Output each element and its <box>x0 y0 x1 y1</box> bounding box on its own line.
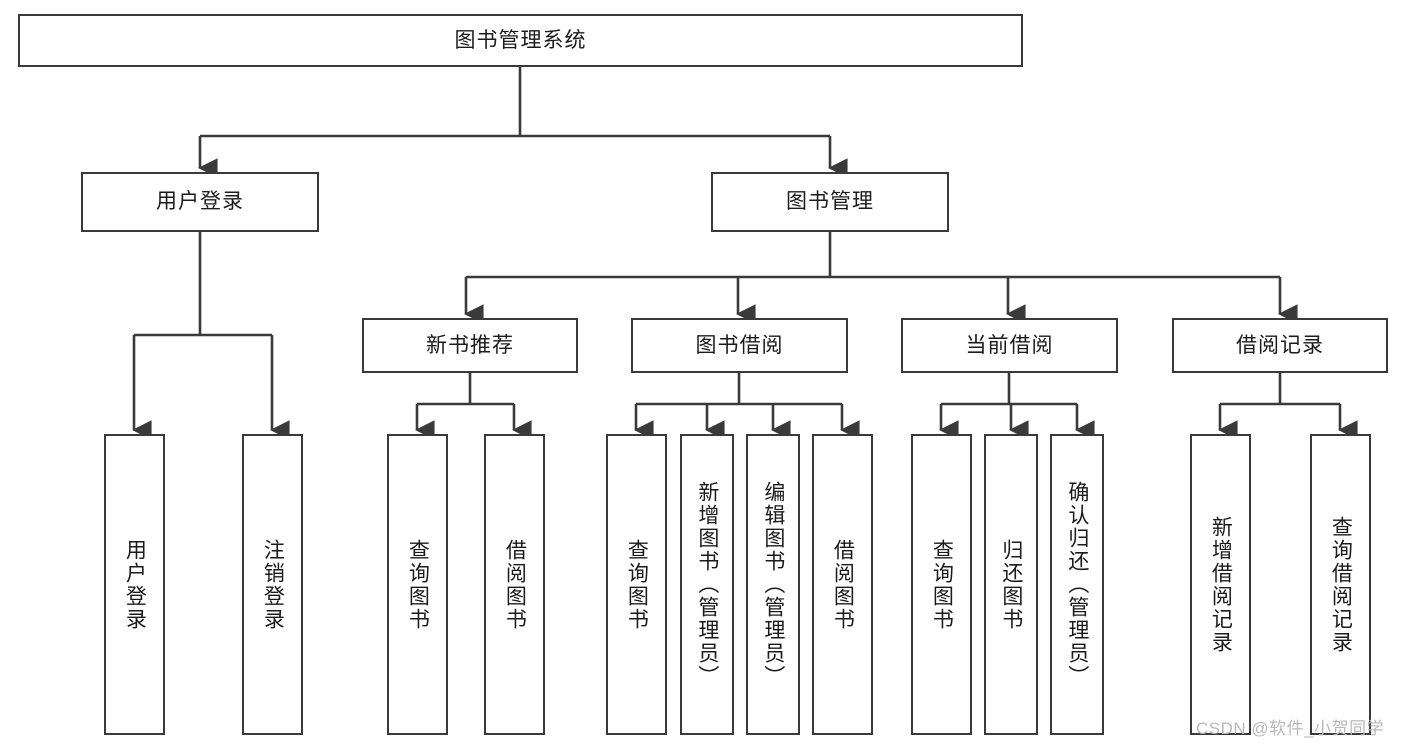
leaf-confirm-return-admin-label: 确认归还（管理员） <box>1065 481 1089 688</box>
leaf-query-book-recommend[interactable]: 查询图书 <box>387 434 448 735</box>
watermark: CSDN @软件_小贺同学 <box>1196 719 1385 738</box>
leaf-borrow-book[interactable]: 借阅图书 <box>812 434 873 735</box>
leaf-return-book[interactable]: 归还图书 <box>984 434 1038 735</box>
node-borrow-record[interactable]: 借阅记录 <box>1172 318 1388 373</box>
leaf-query-borrow-record[interactable]: 查询借阅记录 <box>1310 434 1371 735</box>
node-book-borrow-label: 图书借阅 <box>695 333 784 357</box>
node-current-borrow[interactable]: 当前借阅 <box>901 318 1118 373</box>
leaf-user-logout[interactable]: 注销登录 <box>242 434 303 735</box>
leaf-user-logout-label: 注销登录 <box>261 538 285 631</box>
leaf-query-book-recommend-label: 查询图书 <box>406 538 430 631</box>
node-book-management[interactable]: 图书管理 <box>711 172 949 232</box>
leaf-borrow-book-label: 借阅图书 <box>831 538 855 631</box>
node-new-book-recommend[interactable]: 新书推荐 <box>362 318 578 373</box>
leaf-query-book-borrow-label: 查询图书 <box>625 538 649 631</box>
leaf-edit-book-admin-label: 编辑图书（管理员） <box>761 481 785 688</box>
leaf-query-book-current-label: 查询图书 <box>930 538 954 631</box>
leaf-user-login[interactable]: 用户登录 <box>104 434 165 735</box>
leaf-return-book-label: 归还图书 <box>999 538 1023 631</box>
leaf-user-login-label: 用户登录 <box>123 538 147 631</box>
leaf-borrow-book-recommend[interactable]: 借阅图书 <box>484 434 545 735</box>
leaf-add-borrow-record[interactable]: 新增借阅记录 <box>1190 434 1251 735</box>
node-borrow-record-label: 借阅记录 <box>1236 333 1324 357</box>
leaf-query-book-borrow[interactable]: 查询图书 <box>606 434 667 735</box>
leaf-add-borrow-record-label: 新增借阅记录 <box>1209 515 1233 654</box>
node-user-login[interactable]: 用户登录 <box>81 172 319 232</box>
node-book-management-label: 图书管理 <box>786 190 874 214</box>
leaf-edit-book-admin[interactable]: 编辑图书（管理员） <box>746 434 800 735</box>
node-book-borrow[interactable]: 图书借阅 <box>631 318 848 373</box>
leaf-borrow-book-recommend-label: 借阅图书 <box>503 538 527 631</box>
node-root[interactable]: 图书管理系统 <box>18 14 1023 67</box>
node-current-borrow-label: 当前借阅 <box>965 333 1054 357</box>
node-new-book-recommend-label: 新书推荐 <box>426 333 514 357</box>
node-user-login-label: 用户登录 <box>156 190 244 214</box>
leaf-query-book-current[interactable]: 查询图书 <box>911 434 972 735</box>
node-root-label: 图书管理系统 <box>454 28 587 52</box>
leaf-query-borrow-record-label: 查询借阅记录 <box>1329 515 1353 654</box>
leaf-add-book-admin-label: 新增图书（管理员） <box>695 481 719 688</box>
leaf-add-book-admin[interactable]: 新增图书（管理员） <box>680 434 734 735</box>
leaf-confirm-return-admin[interactable]: 确认归还（管理员） <box>1050 434 1104 735</box>
